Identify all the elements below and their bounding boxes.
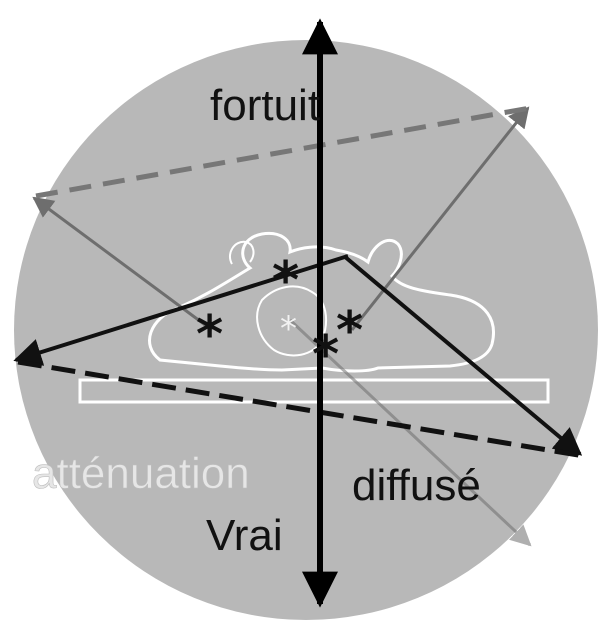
label-fortuit: fortuit [210,81,320,130]
dashed-dark-line [17,359,585,459]
patient-arm-outline [228,240,255,265]
label-faint: atténuation [32,449,250,498]
dark-arrow-left [13,254,349,366]
label-diffuse: diffusé [352,461,481,510]
dark-arrow-right [342,254,583,456]
star-marker-center: * [312,325,339,385]
star-marker-left: * [196,305,223,365]
gray-arrow-upper-right [350,106,530,331]
dashed-gray-line [35,105,531,199]
star-marker-top: * [272,251,299,311]
patient-outline [148,231,495,373]
star-marker-faint: * [280,309,297,349]
star-marker-right: * [336,301,363,361]
label-vrai: Vrai [206,511,283,560]
